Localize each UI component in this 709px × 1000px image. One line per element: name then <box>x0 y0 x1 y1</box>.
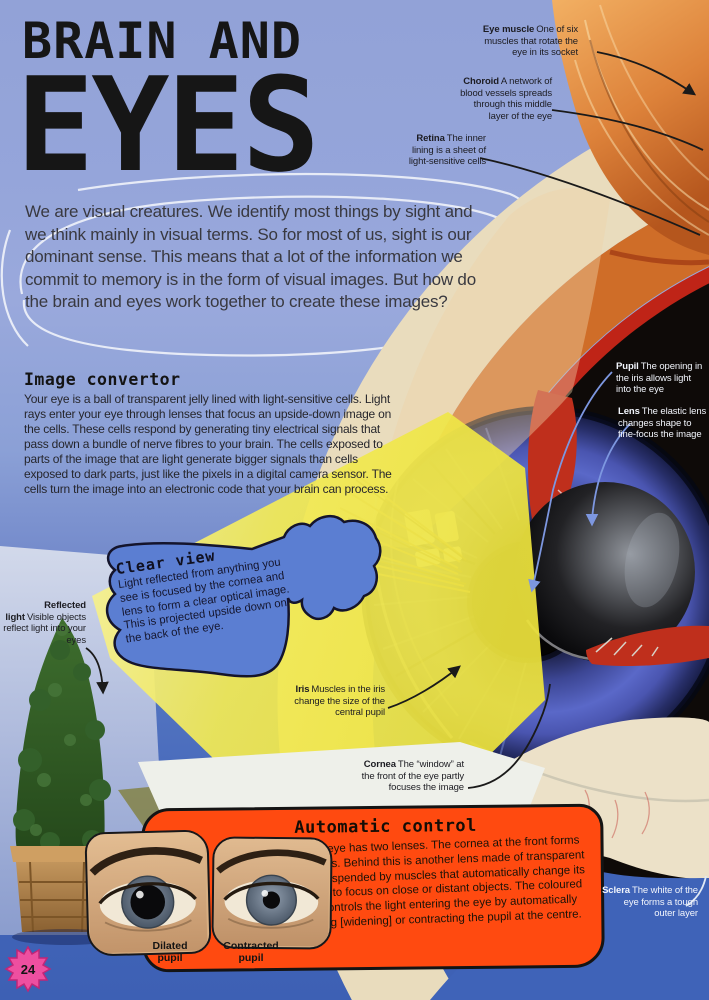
tree-foliage <box>15 618 105 852</box>
automatic-control-box: Automatic control Each eye has two lense… <box>141 803 605 973</box>
eye-muscle-leader <box>596 51 697 96</box>
image-convertor-body: Your eye is a ball of transparent jelly … <box>24 392 392 496</box>
automatic-control-body: Each eye has two lenses. The cornea at t… <box>293 834 586 931</box>
reflected-light-leader <box>85 647 109 695</box>
tree-foliage-highlights <box>30 624 92 836</box>
label-retina-term: Retina <box>416 133 445 144</box>
eye-glint <box>261 890 269 897</box>
page-title-line1: BRAIN AND <box>22 12 302 70</box>
muscle-striations <box>574 4 709 266</box>
contracted-pupil-eye-image <box>213 838 330 947</box>
iris-leader <box>387 665 461 709</box>
tree-foliage-texture <box>13 640 111 852</box>
white-band <box>138 742 545 812</box>
lens-lower-highlight <box>525 619 631 661</box>
iris-fibers <box>373 427 527 757</box>
clear-view-callout: Clear view Light reflected from anything… <box>115 536 298 647</box>
lens-sphere <box>515 482 695 662</box>
intro-paragraph: We are visual creatures. We identify mos… <box>25 202 476 311</box>
label-lens-term: Lens <box>618 406 640 417</box>
choroid-leader <box>551 109 704 151</box>
iris-dark-fibers <box>382 461 496 678</box>
pupil-leader <box>528 371 613 593</box>
pupil-edge <box>467 541 589 663</box>
iris-disc <box>365 410 709 770</box>
ciliary-body-top <box>528 390 577 552</box>
label-eye-muscle-term: Eye muscle <box>482 24 535 35</box>
window-reflection <box>404 509 463 568</box>
pupil-opening <box>472 546 584 658</box>
zonule-fibers-bottom <box>595 637 659 657</box>
label-choroid-term: Choroid <box>463 76 499 87</box>
label-pupil-term: Pupil <box>616 361 639 372</box>
label-iris-term: Iris <box>295 684 310 695</box>
starburst-icon <box>4 945 52 993</box>
dilated-pupil-caption: Dilated pupil <box>152 940 188 964</box>
dilated-pupil-eye-image <box>87 831 208 954</box>
retina-leader <box>479 157 701 236</box>
photo-pupil-contracted <box>262 891 281 909</box>
contracted-pupil-caption: Contracted pupil <box>223 940 279 964</box>
cornea-curves <box>372 467 709 803</box>
page-title-line2: EYES <box>16 49 320 201</box>
cornea-leader <box>467 683 551 789</box>
label-cornea-term: Cornea <box>363 759 396 770</box>
lens-sheen <box>624 512 680 608</box>
label-sclera-desc: The white of the eye forms a tough outer… <box>623 885 698 919</box>
contracted-pupil-photo <box>211 836 333 950</box>
zonule-fibers-top <box>539 489 591 563</box>
image-convertor-heading: Image convertor <box>24 370 181 389</box>
iris-rim <box>361 406 709 774</box>
page-title: BRAIN AND EYES <box>16 12 320 190</box>
label-sclera-term: Sclera <box>602 885 630 896</box>
ciliary-body-bottom <box>586 625 709 666</box>
page-number: 24 <box>21 962 36 977</box>
dilated-pupil-photo <box>84 829 212 957</box>
